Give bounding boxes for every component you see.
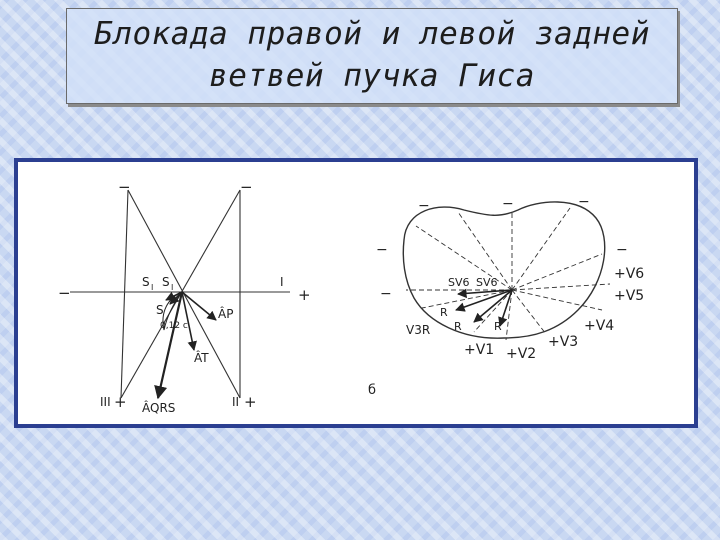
minus-mark-5: −: [616, 242, 628, 258]
minus-mark-2: −: [502, 196, 514, 212]
horizontal-vectors: [455, 288, 513, 327]
s-sub-2: I: [171, 283, 173, 292]
qrs-loop: [162, 291, 183, 331]
aqrs-label: ÂQRS: [142, 400, 175, 415]
r-label-1: R: [440, 306, 448, 319]
ecg-figure: − − − + I III + II + S I S I S 0,12 с ÂP…: [58, 178, 644, 415]
minus-top-right-label: −: [240, 178, 253, 196]
minus-top-left-label: −: [118, 178, 131, 196]
chest-outline: [402, 201, 606, 339]
v1-label: +V1: [464, 342, 494, 358]
slide-title-line-2: ветвей пучка Гиса: [209, 58, 535, 94]
minus-mark-6: −: [380, 286, 392, 302]
lead-III-axis: [120, 189, 129, 399]
at-label: ÂT: [194, 350, 209, 365]
slide-title-box: Блокада правой и левой задней ветвей пуч…: [66, 8, 678, 104]
horizontal-plane-diagram: [402, 201, 611, 341]
s-v6-vector: [457, 288, 513, 299]
v5-label: +V5: [614, 288, 644, 304]
s-label-1: S: [142, 275, 150, 289]
sv6-label-1: SV6: [448, 276, 470, 289]
v3-label: +V3: [548, 334, 578, 350]
lead-II-label: II: [232, 395, 239, 409]
minus-mark-3: −: [578, 194, 590, 210]
minus-left-label: −: [58, 284, 71, 302]
aqrs-vector: [154, 291, 184, 400]
sv6-label-2: SV6: [476, 276, 498, 289]
ecg-figure-frame: − − − + I III + II + S I S I S 0,12 с ÂP…: [14, 158, 698, 428]
lead-I-label: I: [280, 275, 284, 289]
at-vector: [181, 291, 197, 351]
plus-III-label: +: [114, 393, 127, 411]
v4-label: +V4: [584, 318, 614, 334]
lead-III-label: III: [100, 395, 111, 409]
horizontal-labels: − − − − − − +V6 +V5 +V4 +V3 +V2 +V1 V3R …: [368, 194, 644, 398]
ap-label: ÂP: [218, 306, 233, 321]
s-sub-1: I: [151, 283, 153, 292]
v3r-label: V3R: [406, 323, 430, 337]
slide-title-line-1: Блокада правой и левой задней: [94, 16, 650, 52]
r-label-2: R: [454, 320, 462, 333]
plus-right-label: +: [298, 286, 311, 304]
panel-letter-b: б: [368, 383, 376, 398]
v6-label: +V6: [614, 266, 644, 282]
r-vector-3: [498, 289, 513, 327]
minus-mark-4: −: [376, 242, 388, 258]
ap-vector: [181, 291, 217, 321]
r-vector-2: [473, 289, 513, 323]
s-label-2: S: [162, 275, 170, 289]
minus-mark-1: −: [418, 198, 430, 214]
v2-label: +V2: [506, 346, 536, 362]
time-label: 0,12 с: [160, 321, 188, 331]
frontal-vectors: [154, 291, 217, 400]
plus-II-label: +: [244, 393, 257, 411]
precordial-lead-lines: [406, 207, 611, 341]
s-label-3: S: [156, 303, 164, 317]
frontal-labels: − − − + I III + II + S I S I S 0,12 с ÂP…: [58, 178, 311, 415]
r-label-3: R: [494, 320, 502, 333]
r-vector-1: [455, 289, 513, 312]
